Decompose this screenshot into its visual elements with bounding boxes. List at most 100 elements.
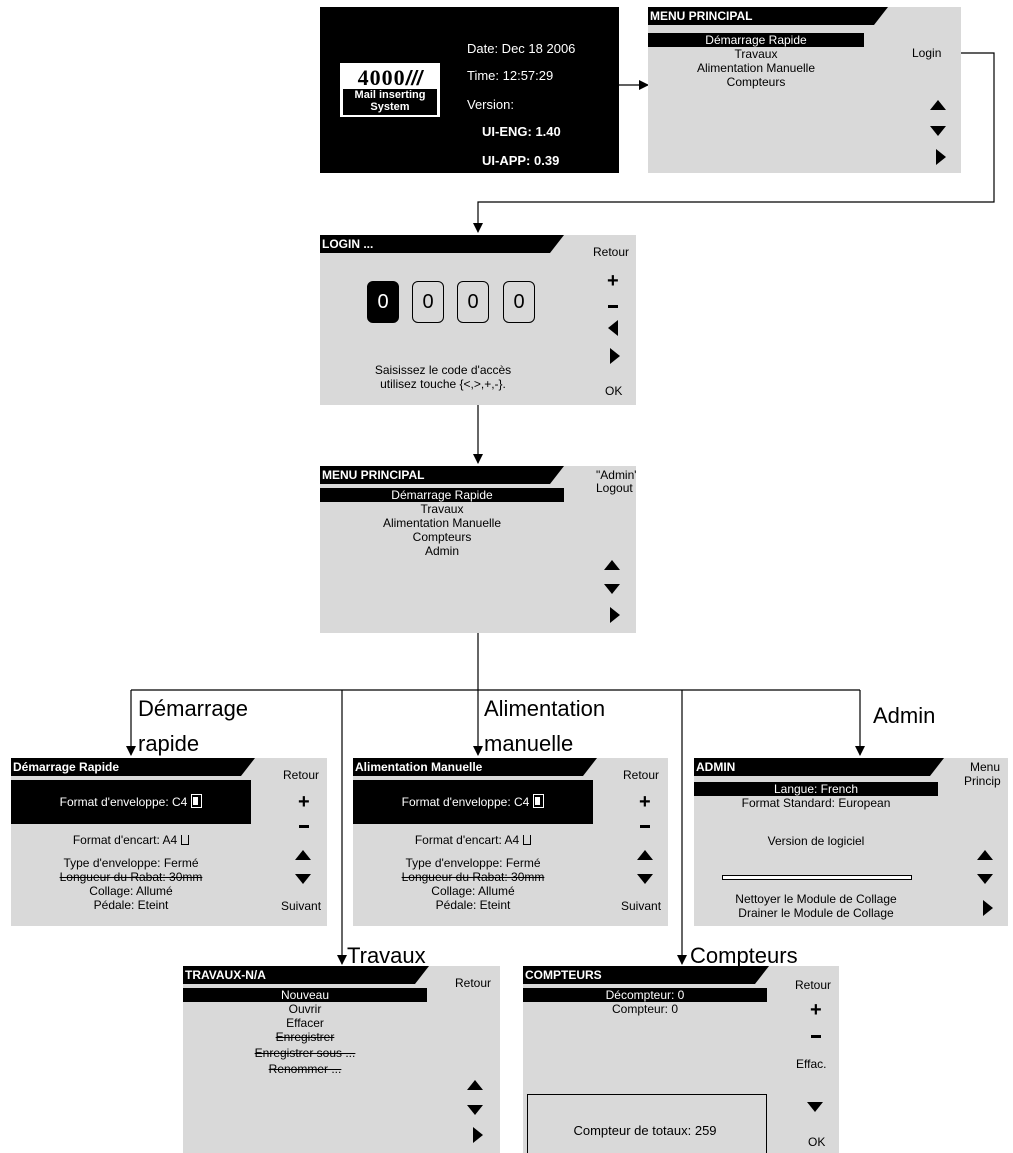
branch-label-alimentation-2: manuelle — [484, 731, 574, 756]
totaux-text: Compteur de totaux: 259 — [573, 1123, 717, 1138]
collage-row[interactable]: Collage: Allumé — [89, 884, 173, 898]
right-arrow-icon[interactable] — [473, 1127, 483, 1143]
type-enveloppe-row[interactable]: Type d'enveloppe: Fermé — [405, 856, 541, 870]
minus-icon[interactable] — [299, 825, 309, 828]
retour-button[interactable]: Retour — [283, 768, 320, 782]
menu-item-compteurs[interactable]: Compteurs — [726, 75, 786, 89]
splash-logo: 4000/// Mail inserting System — [340, 63, 440, 117]
menu-item-alimentation[interactable]: Alimentation Manuelle — [696, 61, 816, 75]
collage-row[interactable]: Collage: Allumé — [431, 884, 515, 898]
down-arrow-icon[interactable] — [467, 1105, 483, 1115]
longueur-rabat-row: Longueur du Rabat: 30mm — [59, 870, 203, 884]
plus-icon[interactable]: + — [810, 999, 822, 1021]
menu-principal-button-2[interactable]: Princip — [964, 774, 1001, 788]
format-standard-row[interactable]: Format Standard: European — [741, 796, 891, 810]
down-arrow-icon[interactable] — [977, 874, 993, 884]
down-arrow-icon[interactable] — [637, 874, 653, 884]
menu-item-compteurs[interactable]: Compteurs — [412, 530, 472, 544]
suivant-button[interactable]: Suivant — [621, 899, 662, 913]
travaux-item-effacer[interactable]: Effacer — [286, 1016, 324, 1030]
up-arrow-icon[interactable] — [977, 850, 993, 860]
right-arrow-icon[interactable] — [936, 149, 946, 165]
logo-line2: System — [370, 101, 410, 113]
menu-item-travaux[interactable]: Travaux — [734, 47, 778, 61]
logout-button[interactable]: Logout — [596, 481, 633, 495]
branch-label-admin: Admin — [873, 703, 936, 728]
travaux-item-renommer: Renommer ... — [268, 1062, 342, 1076]
splash-ui-eng: UI-ENG: 1.40 — [482, 124, 561, 139]
up-arrow-icon[interactable] — [467, 1080, 483, 1090]
down-arrow-icon[interactable] — [604, 584, 620, 594]
right-arrow-icon[interactable] — [983, 900, 993, 916]
compteur-row[interactable]: Compteur: 0 — [611, 1002, 679, 1016]
login-button[interactable]: Login — [912, 46, 942, 60]
plus-icon[interactable]: + — [298, 791, 310, 813]
effac-button[interactable]: Effac. — [796, 1057, 827, 1071]
code-digit-2[interactable]: 0 — [412, 281, 444, 323]
minus-icon[interactable] — [811, 1035, 821, 1038]
separator-line — [722, 875, 912, 880]
menu-principal-screen: MENU PRINCIPAL Démarrage Rapide Travaux … — [648, 7, 961, 173]
retour-button[interactable]: Retour — [795, 978, 832, 992]
plus-icon[interactable]: + — [639, 791, 651, 813]
decompteur-row[interactable]: Décompteur: 0 — [523, 988, 767, 1002]
format-encart-row[interactable]: Format d'encart: A4 — [11, 833, 251, 847]
pedale-row[interactable]: Pédale: Eteint — [93, 898, 169, 912]
format-encart-row[interactable]: Format d'encart: A4 — [353, 833, 593, 847]
left-arrow-icon[interactable] — [608, 320, 618, 336]
travaux-item-ouvrir[interactable]: Ouvrir — [288, 1002, 322, 1016]
down-arrow-icon[interactable] — [930, 126, 946, 136]
compteurs-title: COMPTEURS — [523, 966, 769, 984]
menu-item-demarrage[interactable]: Démarrage Rapide — [320, 488, 564, 502]
admin-screen: ADMIN Menu Princip Langue: French Format… — [694, 758, 1008, 926]
menu-item-admin[interactable]: Admin — [424, 544, 459, 558]
logo-line1: Mail inserting — [354, 89, 426, 101]
branch-label-compteurs: Compteurs — [690, 943, 798, 968]
up-arrow-icon[interactable] — [637, 850, 653, 860]
retour-button[interactable]: Retour — [623, 768, 660, 782]
nettoyer-row[interactable]: Nettoyer le Module de Collage — [735, 892, 897, 906]
up-arrow-icon[interactable] — [930, 100, 946, 110]
menu-item-travaux[interactable]: Travaux — [420, 502, 464, 516]
travaux-item-nouveau[interactable]: Nouveau — [183, 988, 427, 1002]
insert-icon — [181, 835, 190, 845]
version-logiciel-row[interactable]: Version de logiciel — [767, 834, 865, 848]
branch-label-alimentation-1: Alimentation — [484, 696, 606, 721]
down-arrow-icon[interactable] — [295, 874, 311, 884]
up-arrow-icon[interactable] — [604, 560, 620, 570]
format-enveloppe-row[interactable]: Format d'enveloppe: C4 — [353, 780, 593, 824]
right-arrow-icon[interactable] — [610, 607, 620, 623]
format-enveloppe-row[interactable]: Format d'enveloppe: C4 — [11, 780, 251, 824]
splash-time: Time: 12:57:29 — [467, 68, 554, 83]
right-arrow-icon[interactable] — [610, 348, 620, 364]
retour-button[interactable]: Retour — [455, 976, 492, 990]
minus-icon[interactable] — [608, 305, 618, 308]
minus-icon[interactable] — [640, 825, 650, 828]
branch-label-demarrage-2: rapide — [138, 731, 200, 756]
logo-number-row: 4000/// — [340, 65, 440, 90]
menu-item-alimentation[interactable]: Alimentation Manuelle — [382, 516, 502, 530]
pedale-row[interactable]: Pédale: Eteint — [435, 898, 511, 912]
langue-row[interactable]: Langue: French — [694, 782, 938, 796]
plus-icon[interactable]: + — [607, 270, 619, 292]
code-digit-3[interactable]: 0 — [457, 281, 489, 323]
code-digit-1[interactable]: 0 — [367, 281, 399, 323]
down-arrow-icon[interactable] — [807, 1102, 823, 1112]
travaux-item-enregistrer-sous: Enregistrer sous ... — [254, 1046, 356, 1060]
type-enveloppe-row[interactable]: Type d'enveloppe: Fermé — [63, 856, 199, 870]
login-instruction-2: utilisez touche {<,>,+,-}. — [380, 377, 506, 391]
compteurs-screen: COMPTEURS Retour Décompteur: 0 Compteur:… — [523, 966, 839, 1153]
menu-item-demarrage[interactable]: Démarrage Rapide — [648, 33, 864, 47]
alimentation-title: Alimentation Manuelle — [353, 758, 597, 776]
retour-button[interactable]: Retour — [593, 245, 630, 259]
drainer-row[interactable]: Drainer le Module de Collage — [738, 906, 894, 920]
ok-button[interactable]: OK — [605, 384, 623, 398]
ok-button[interactable]: OK — [808, 1135, 826, 1149]
branch-label-travaux: Travaux — [347, 943, 426, 968]
suivant-button[interactable]: Suivant — [281, 899, 322, 913]
login-instruction-1: Saisissez le code d'accès — [374, 363, 512, 377]
menu-principal-button-1[interactable]: Menu — [970, 760, 1001, 774]
format-enveloppe-text: Format d'enveloppe: C4 — [401, 795, 530, 809]
up-arrow-icon[interactable] — [295, 850, 311, 860]
code-digit-4[interactable]: 0 — [503, 281, 535, 323]
